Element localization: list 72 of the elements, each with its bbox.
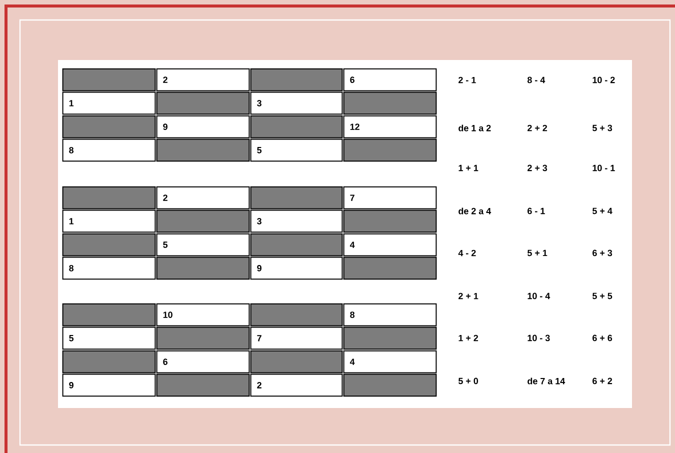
shaded-cell: [250, 186, 343, 210]
shaded-cell: [343, 256, 437, 280]
number-cell: 5: [250, 138, 343, 162]
expression: 1 + 2: [458, 334, 478, 342]
expression: 2 - 1: [458, 76, 476, 84]
number-cell: 10: [156, 303, 250, 326]
number-cell: 8: [62, 256, 156, 280]
shaded-cell: [250, 350, 343, 374]
expression: 8 - 4: [527, 76, 546, 84]
shaded-cell: [343, 138, 437, 162]
shaded-cell: [62, 350, 156, 374]
shaded-cell: [343, 210, 437, 233]
shaded-cell: [343, 326, 437, 350]
expression: 5 + 5: [592, 292, 612, 300]
shaded-cell: [156, 92, 250, 115]
shaded-cell: [62, 233, 156, 256]
number-cell: 2: [250, 374, 343, 397]
number-cell: 12: [343, 115, 437, 138]
shaded-cell: [62, 68, 156, 92]
shaded-cell: [156, 256, 250, 280]
number-cell: 2: [156, 186, 250, 210]
number-cell: 9: [156, 115, 250, 138]
shaded-cell: [156, 326, 250, 350]
shaded-cell: [156, 138, 250, 162]
number-cell: 6: [343, 68, 437, 92]
expression: 6 + 3: [592, 250, 612, 256]
expression: 10 - 2: [592, 76, 615, 84]
expression: 10 - 4: [528, 292, 550, 300]
expression: 5 + 1: [527, 250, 548, 256]
expression: 5 + 0: [458, 378, 478, 384]
expression: 6 + 6: [592, 334, 612, 342]
expression: 6 - 1: [528, 208, 545, 214]
number-cell: 7: [343, 186, 437, 210]
expression: 10 - 3: [528, 334, 550, 342]
shaded-cell: [343, 374, 437, 397]
number-cell: 2: [156, 68, 250, 92]
number-cell: 3: [250, 92, 343, 115]
expression: de 1 a 2: [458, 124, 491, 132]
expression: 6 + 2: [592, 378, 612, 384]
expression: 4 - 2: [458, 250, 476, 256]
expression: 2 + 2: [528, 124, 548, 132]
number-cell: 7: [250, 326, 343, 350]
number-cell: 6: [156, 350, 250, 374]
expression: de 2 a 4: [458, 208, 492, 214]
expression: 2 + 3: [528, 164, 548, 172]
number-cell: 1: [62, 210, 156, 233]
number-cell: 3: [250, 210, 343, 233]
shaded-cell: [250, 68, 343, 92]
number-cell: 8: [343, 303, 437, 326]
shaded-cell: [62, 303, 156, 326]
expression: 5 + 3: [592, 124, 612, 132]
shaded-cell: [156, 374, 250, 397]
shaded-cell: [62, 186, 156, 210]
expression: de 7 a 14: [528, 378, 566, 384]
shaded-cell: [156, 210, 250, 233]
number-cell: 1: [62, 92, 156, 115]
number-cell: 8: [62, 138, 156, 162]
expression: 2 + 1: [458, 292, 478, 300]
number-cell: 5: [156, 233, 250, 256]
expression: 5 + 4: [592, 208, 612, 214]
shaded-cell: [343, 92, 437, 115]
shaded-cell: [62, 115, 156, 138]
expression: 1 + 1: [458, 164, 478, 172]
expression: 10 - 1: [592, 164, 615, 172]
shaded-cell: [250, 303, 343, 326]
number-cell: 4: [343, 350, 437, 374]
number-cell: 9: [62, 374, 156, 397]
number-cell: 4: [343, 233, 437, 256]
number-cell: 9: [250, 256, 343, 280]
number-cell: 5: [62, 326, 156, 350]
shaded-cell: [250, 115, 343, 138]
shaded-cell: [250, 233, 343, 256]
